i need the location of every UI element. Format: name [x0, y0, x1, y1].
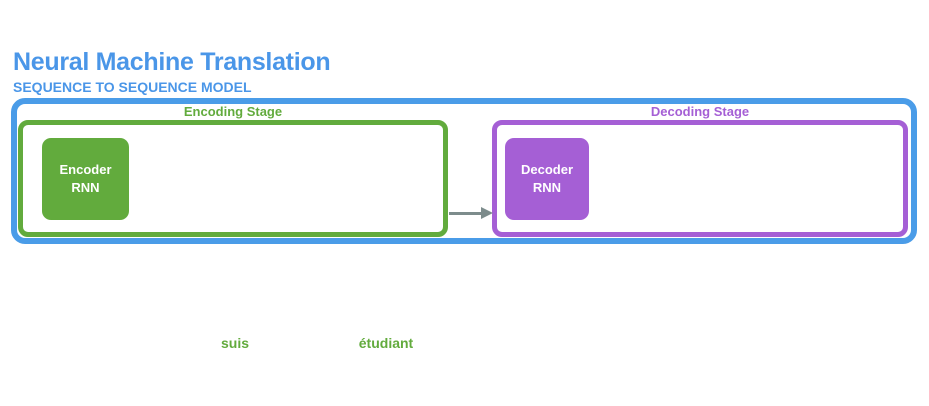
decoder-rnn-label-line1: Decoder: [520, 162, 574, 177]
page-title: Neural Machine Translation: [13, 48, 331, 76]
page-subtitle: SEQUENCE TO SEQUENCE MODEL: [13, 79, 252, 95]
input-word: étudiant: [358, 335, 414, 351]
decoder-rnn-box: Decoder RNN: [505, 138, 589, 220]
encoder-rnn-box: Encoder RNN: [42, 138, 129, 220]
encoder-to-decoder-arrow-head-icon: [481, 207, 493, 219]
encoder-to-decoder-arrow-shaft: [449, 212, 483, 215]
encoder-rnn-label-line2: RNN: [71, 180, 100, 195]
decoder-rnn-label-line2: RNN: [532, 180, 562, 195]
encoding-stage-label: Encoding Stage: [183, 104, 283, 119]
input-word: suis: [220, 335, 249, 351]
decoding-stage-label: Decoding Stage: [650, 104, 750, 119]
encoder-rnn-label-line1: Encoder: [59, 162, 112, 177]
